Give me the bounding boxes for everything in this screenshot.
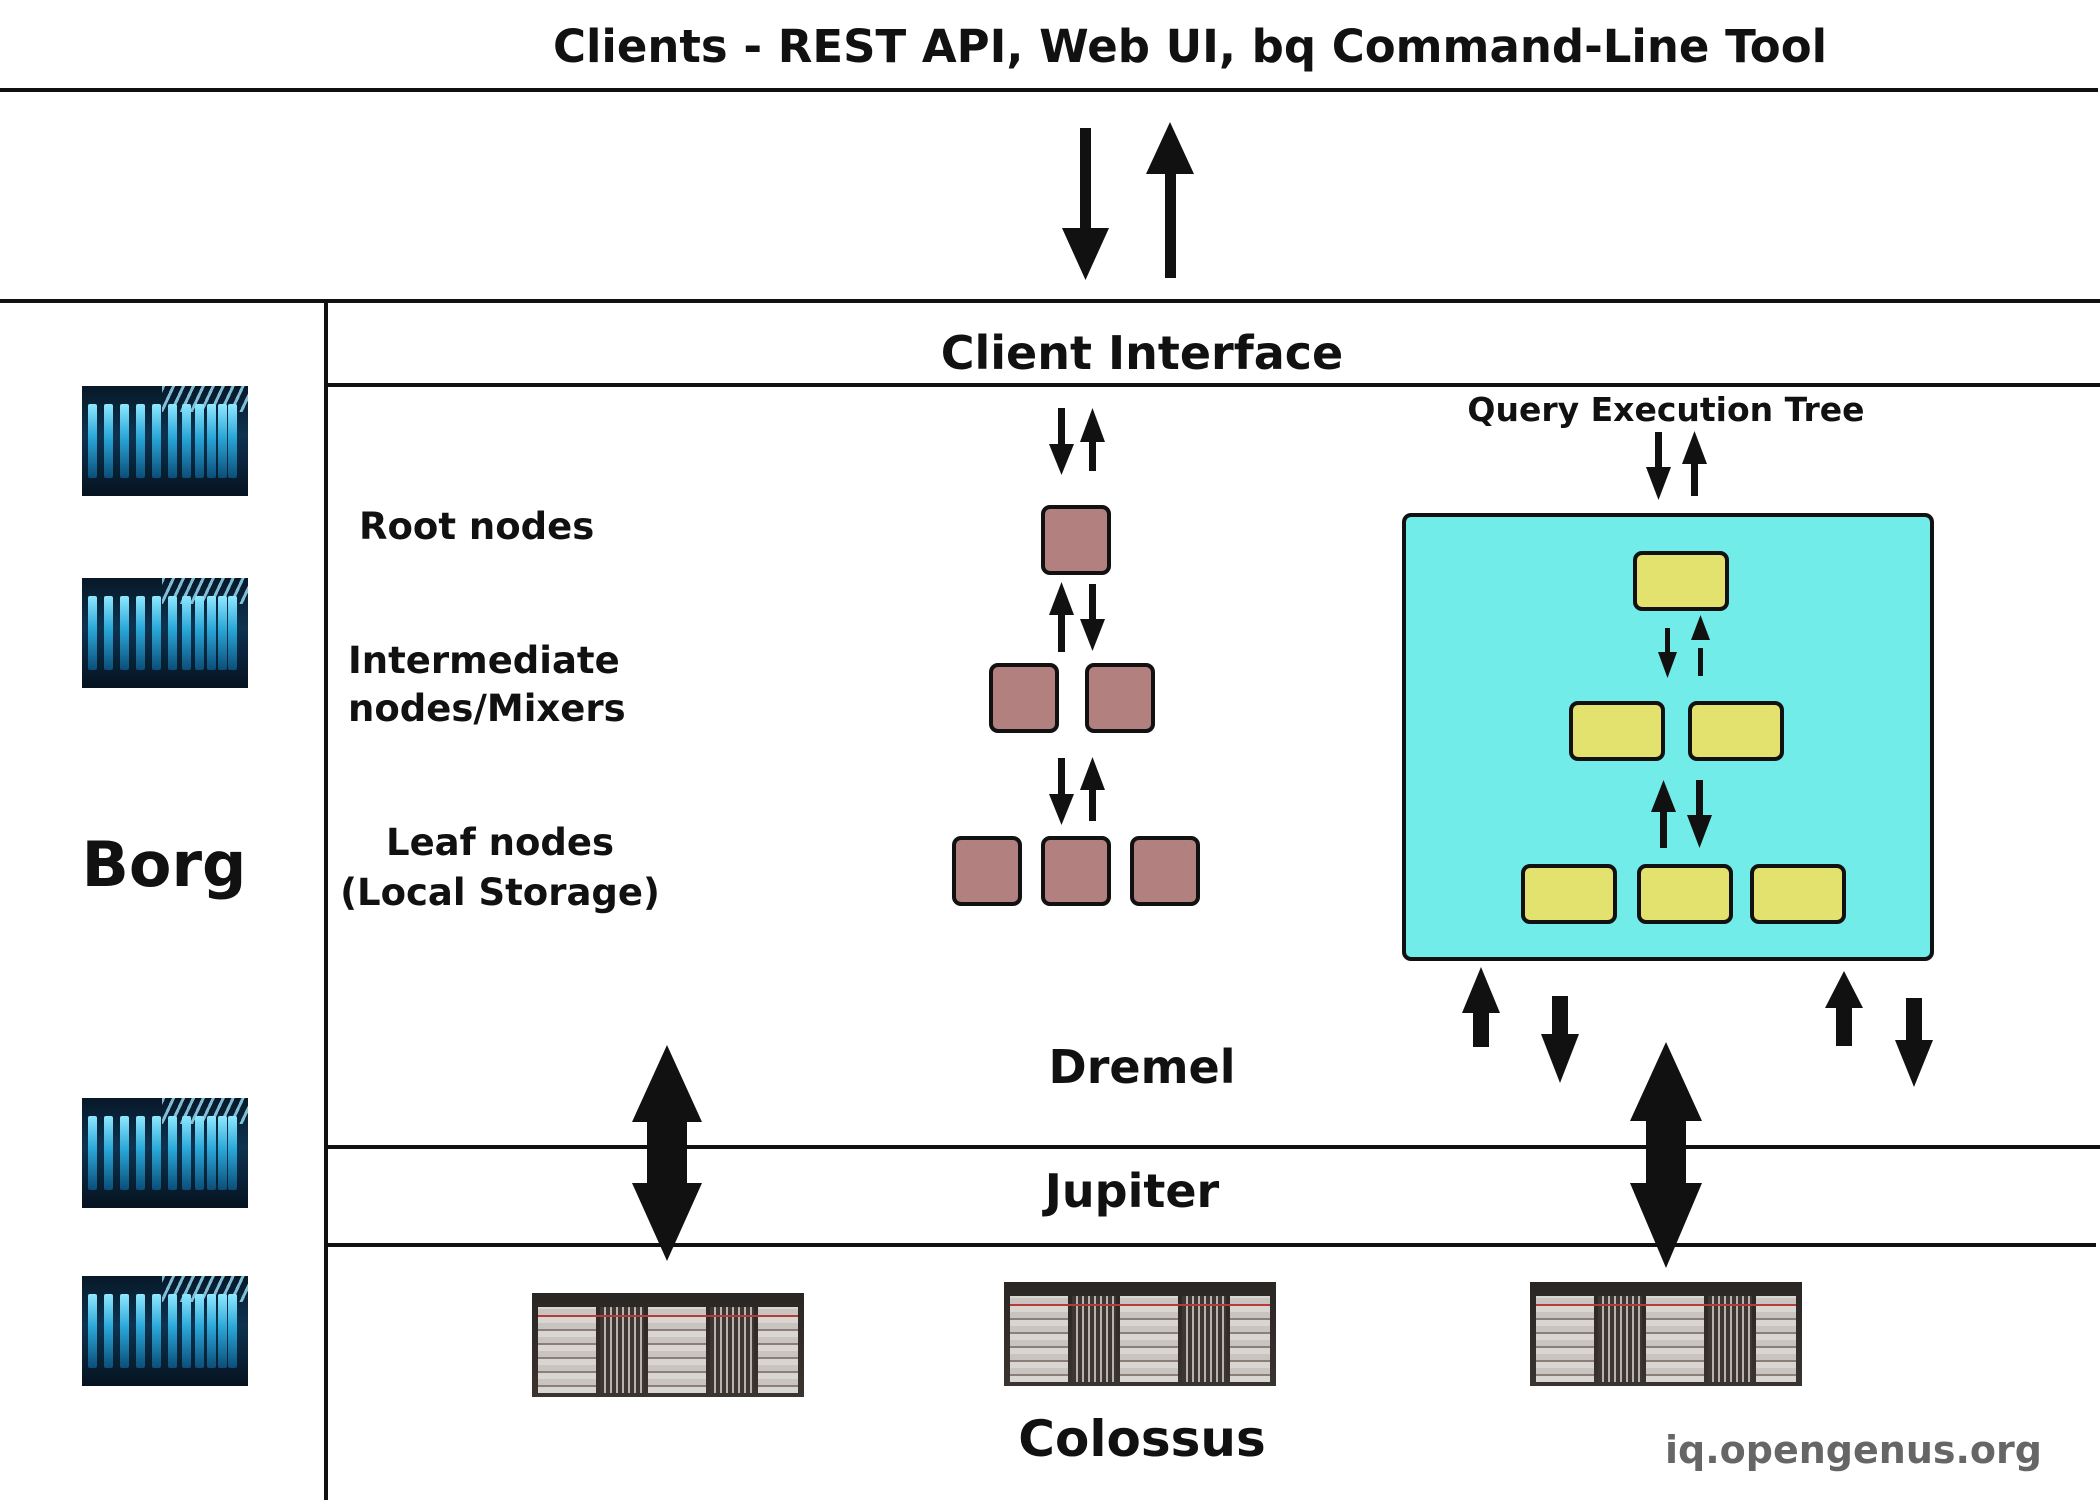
server-rack-image — [82, 1098, 248, 1208]
qet-leaf-node — [1521, 864, 1617, 924]
qet-mixer-node — [1569, 701, 1665, 761]
down-arrow-icon — [1541, 996, 1579, 1083]
client-interface-divider — [326, 383, 2100, 387]
intermediate-line-2: nodes/Mixers — [348, 687, 626, 730]
intermediate-line-1: Intermediate — [348, 639, 620, 682]
leaf-line-1: Leaf nodes — [386, 821, 614, 864]
up-arrow-icon — [1825, 971, 1863, 1046]
colossus-top-divider — [326, 1243, 2096, 1247]
dremel-top-divider — [0, 299, 2100, 303]
down-arrow-icon — [1687, 780, 1712, 848]
borg-label: Borg — [81, 828, 247, 901]
qet-leaf-node — [1637, 864, 1733, 924]
up-arrow-icon — [1080, 757, 1105, 821]
up-arrow-icon — [1691, 615, 1710, 676]
intermediate-node — [1085, 663, 1155, 733]
qet-mixer-node — [1688, 701, 1784, 761]
leaf-node — [1130, 836, 1200, 906]
storage-machine-image — [1004, 1282, 1276, 1386]
intermediate-node — [989, 663, 1059, 733]
up-arrow-icon — [1080, 408, 1105, 471]
leaf-node — [1041, 836, 1111, 906]
down-arrow-icon — [1895, 998, 1933, 1087]
root-nodes-label: Root nodes — [359, 505, 595, 548]
down-arrow-icon — [1049, 758, 1074, 825]
server-rack-image — [82, 386, 248, 496]
up-arrow-icon — [1682, 431, 1707, 496]
bidirectional-arrow-icon — [632, 1045, 702, 1261]
client-interface-label: Client Interface — [940, 326, 1344, 380]
bidirectional-arrow-icon — [1630, 1042, 1702, 1268]
borg-column-divider — [324, 301, 328, 1500]
leaf-node — [952, 836, 1022, 906]
down-arrow-icon — [1049, 408, 1074, 475]
jupiter-top-divider — [326, 1145, 2100, 1149]
root-node — [1041, 505, 1111, 575]
watermark: iq.opengenus.org — [1665, 1428, 2042, 1472]
down-arrow-icon — [1080, 584, 1105, 651]
jupiter-label: Jupiter — [1044, 1164, 1220, 1218]
server-rack-image — [82, 1276, 248, 1386]
down-arrow-icon — [1646, 432, 1671, 500]
storage-machine-image — [1530, 1282, 1802, 1386]
server-rack-image — [82, 578, 248, 688]
up-arrow-icon — [1651, 780, 1676, 848]
qet-root-node — [1633, 551, 1729, 611]
intermediate-nodes-label: Intermediate nodes/Mixers — [348, 637, 626, 733]
down-arrow-icon — [1658, 628, 1677, 678]
leaf-nodes-label: Leaf nodes (Local Storage) — [340, 818, 660, 918]
up-arrow-icon — [1049, 582, 1074, 652]
colossus-label: Colossus — [1018, 1410, 1266, 1468]
top-divider — [0, 88, 2098, 92]
down-arrow-icon — [1062, 128, 1109, 280]
dremel-label: Dremel — [1048, 1040, 1236, 1094]
leaf-line-2: (Local Storage) — [340, 871, 660, 914]
up-arrow-icon — [1462, 967, 1500, 1047]
query-execution-tree-label: Query Execution Tree — [1467, 390, 1865, 429]
storage-machine-image — [532, 1293, 804, 1397]
up-arrow-icon — [1146, 122, 1194, 278]
qet-leaf-node — [1750, 864, 1846, 924]
clients-title: Clients - REST API, Web UI, bq Command-L… — [552, 20, 1828, 73]
